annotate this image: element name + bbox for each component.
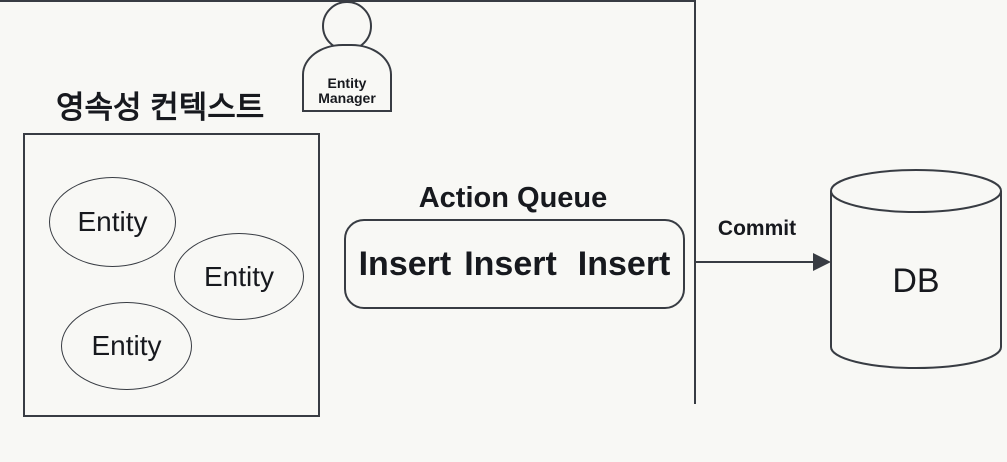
commit-arrow-line (696, 261, 818, 263)
queued-action-insert: Insert (464, 244, 557, 283)
entity-label: Entity (91, 330, 162, 361)
persistence-context-box (23, 133, 320, 417)
entity-manager-label: Entity Manager (318, 74, 376, 110)
action-queue-box: Insert Insert Insert (344, 219, 685, 309)
entity-ellipse: Entity (174, 233, 304, 320)
entity-label: Entity (77, 206, 148, 237)
entity-manager-label-line2: Manager (318, 90, 376, 107)
entity-label: Entity (203, 260, 275, 292)
entity-ellipse: Entity (49, 177, 176, 267)
db-label: DB (892, 262, 940, 300)
persistence-context-title: 영속성 컨텍스트 (56, 90, 265, 125)
queued-action-insert: Insert (577, 244, 671, 283)
queued-action-insert: Insert (358, 244, 452, 283)
entity-manager-label-line1: Entity (327, 74, 367, 91)
commit-arrow-head (813, 253, 831, 271)
db-cylinder-icon (830, 169, 1002, 369)
entity-ellipse: Entity (61, 302, 192, 390)
entity-manager-actor-icon: Entity Manager (302, 44, 392, 112)
action-queue-title: Action Queue (418, 182, 608, 214)
commit-label: Commit (717, 217, 797, 240)
